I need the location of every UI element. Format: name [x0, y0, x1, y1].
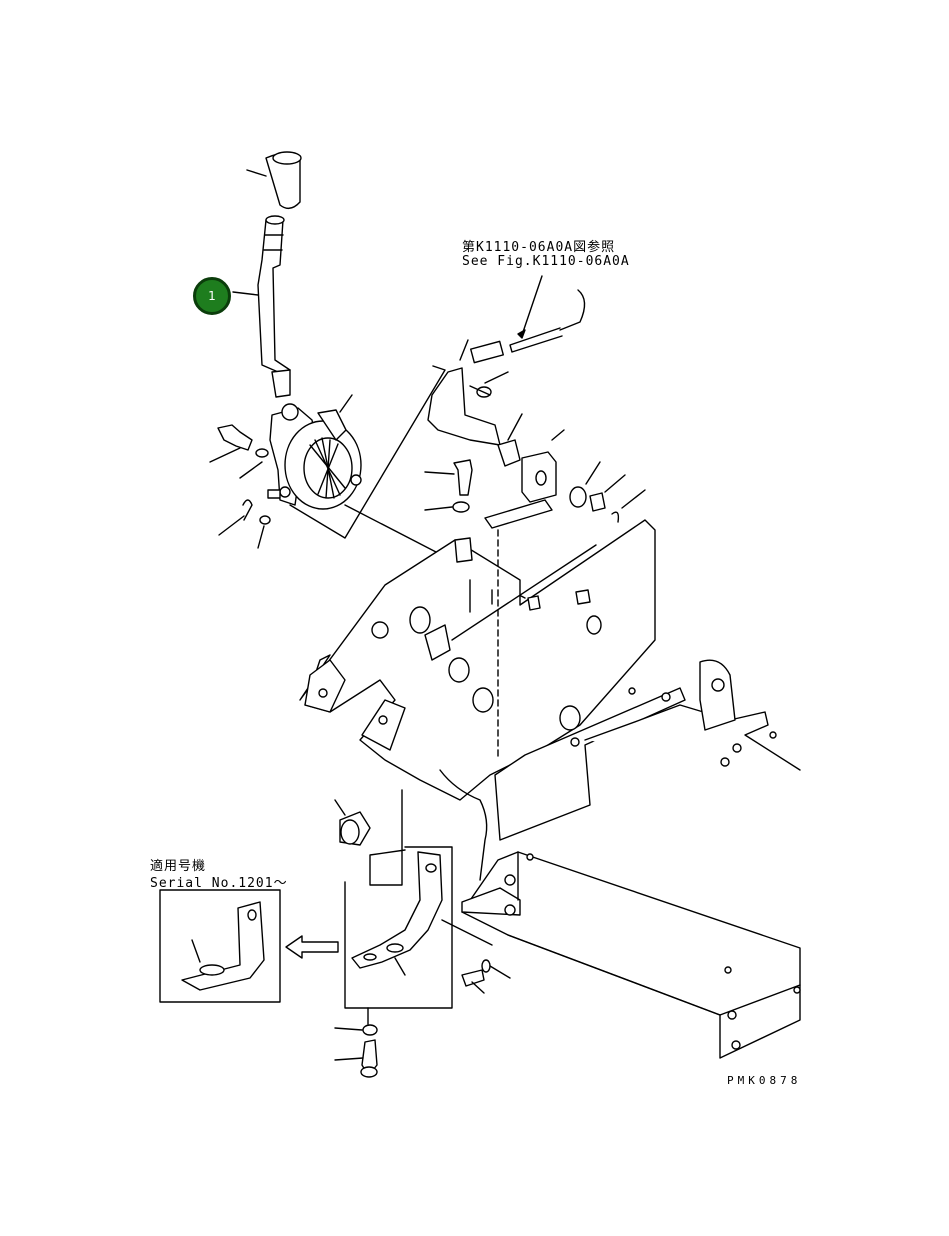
part-callout-1[interactable]: 1 — [193, 277, 231, 315]
direction-arrow — [285, 935, 339, 959]
reference-note-line2: See Fig.K1110-06A0A — [462, 254, 630, 269]
left-bolt-set — [209, 424, 271, 549]
serial-inset — [159, 889, 281, 1003]
switch-component — [334, 799, 371, 846]
block-bracket — [484, 429, 646, 529]
main-plate — [299, 519, 656, 801]
lever-bracket-assembly — [267, 365, 446, 539]
reference-note-line1: 第K1110-06A0A図参照 — [462, 240, 616, 255]
drawing-code: PMK0878 — [727, 1074, 802, 1087]
serial-note-line1: 適用号機 — [150, 859, 207, 874]
lever-knob — [246, 151, 302, 210]
cable-assembly — [459, 275, 586, 364]
lever-rod — [232, 215, 291, 398]
bracket-center — [344, 789, 493, 1009]
frame-bolt-set — [461, 959, 511, 994]
part-callout-number: 1 — [208, 289, 216, 303]
shaft-lever — [427, 367, 523, 467]
base-frame — [439, 769, 801, 1059]
bottom-bolt-set — [334, 1007, 378, 1078]
middle-bolt-set — [424, 459, 473, 513]
frame-side-plate — [494, 659, 801, 841]
serial-note-line2: Serial No.1201～ — [150, 876, 288, 891]
